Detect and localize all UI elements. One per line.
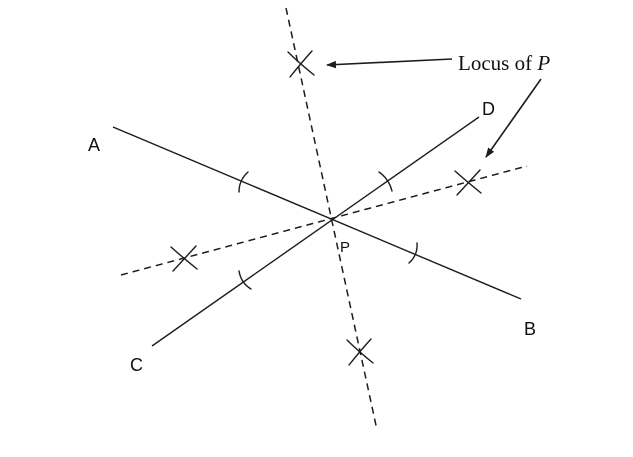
tick-arc-pd xyxy=(378,171,393,192)
locus-annotation-prefix: Locus of xyxy=(458,51,537,75)
tick-arc-pa xyxy=(238,171,249,193)
locus-annotation: Locus of P xyxy=(458,51,550,75)
tick-arc-pb xyxy=(408,242,418,264)
label-a: A xyxy=(88,135,100,155)
line-ab xyxy=(112,126,522,300)
line-cd xyxy=(151,116,480,347)
arc-cross-top xyxy=(287,50,315,78)
label-p: P xyxy=(340,239,350,256)
label-c: C xyxy=(130,355,143,375)
locus-annotation-point: P xyxy=(536,51,550,75)
arc-cross-left xyxy=(170,245,198,272)
arc-cross-bottom xyxy=(346,338,374,366)
arrow-to-right-cross xyxy=(485,78,542,158)
arrow-to-top-cross xyxy=(326,58,453,69)
locus-line-shallow xyxy=(120,165,528,276)
tick-arc-pc xyxy=(238,270,252,290)
label-b: B xyxy=(524,319,536,339)
arc-cross-right xyxy=(454,169,482,196)
label-d: D xyxy=(482,99,495,119)
